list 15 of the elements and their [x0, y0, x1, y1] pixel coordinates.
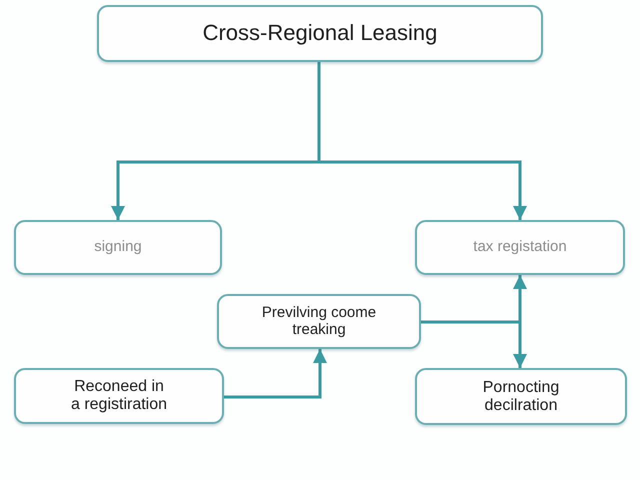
node-text: Cross-Regional Leasing: [202, 21, 438, 46]
process-box: [217, 294, 421, 349]
process-box: [415, 368, 627, 425]
node-text: Reconeed in a registiration: [70, 378, 168, 414]
node-text: tax registation: [473, 239, 567, 256]
node-text: signing: [94, 239, 142, 256]
node-text: Pornocting decilration: [482, 378, 560, 414]
arrow: [421, 320, 527, 368]
process-box: [14, 220, 222, 275]
arrow: [318, 62, 527, 220]
heading-box: [97, 5, 543, 62]
process-box: [415, 220, 625, 275]
arrow: [224, 349, 327, 398]
node-text: Previlving coome treaking: [260, 305, 378, 338]
process-box: [14, 368, 224, 424]
